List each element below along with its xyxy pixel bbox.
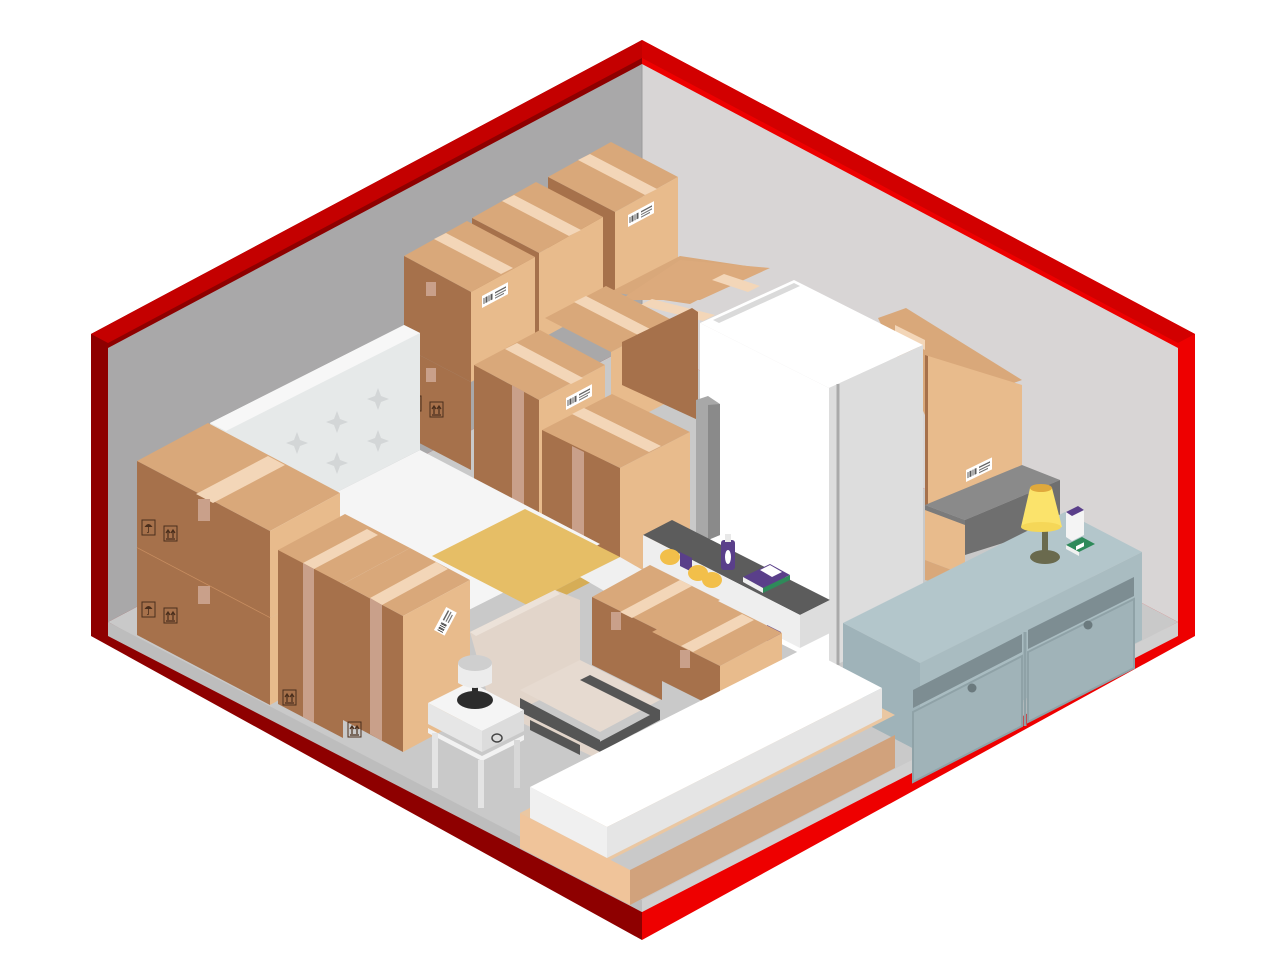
low-shelf bbox=[643, 520, 830, 648]
nightstand bbox=[428, 655, 524, 808]
tv-stand bbox=[843, 512, 1142, 784]
yellow-table-lamp bbox=[1021, 484, 1062, 564]
box-stack-back bbox=[404, 142, 770, 580]
armchair bbox=[470, 590, 660, 760]
box-stack-left bbox=[136, 423, 470, 752]
bed-front bbox=[520, 648, 895, 905]
nightstand-knob bbox=[491, 733, 503, 743]
book-stack bbox=[1066, 506, 1095, 556]
drawer-knob bbox=[967, 683, 977, 693]
headboard-tufting bbox=[286, 388, 389, 474]
drawer-knob bbox=[1083, 620, 1093, 630]
